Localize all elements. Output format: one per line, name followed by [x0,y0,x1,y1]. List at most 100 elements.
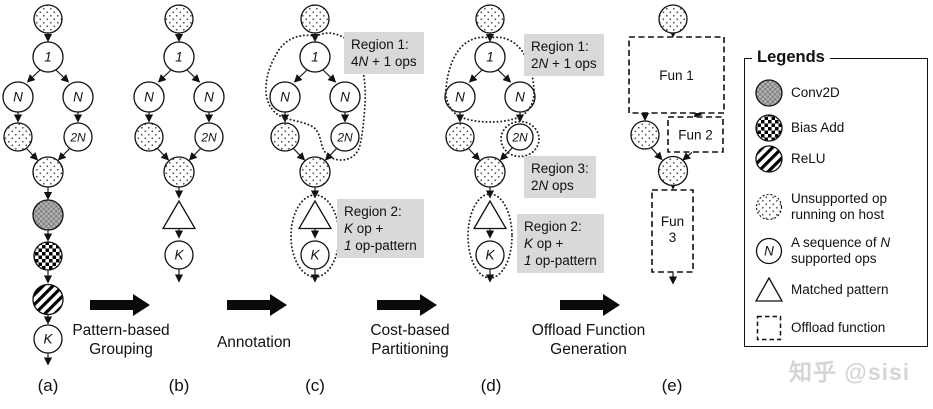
op-node-n [504,81,536,113]
svg-text:N: N [764,244,774,259]
arrow-offload-generation [560,294,620,316]
unsupported-op-node [164,4,194,34]
op-node-2n [506,123,534,151]
svg-text:N: N [73,90,83,105]
region-1-label-c: Region 1: 4N + 1 ops [344,32,424,74]
region-2-outline [467,193,513,279]
op-node-2n [63,122,93,152]
unsupported-op-node [299,156,331,188]
svg-text:1: 1 [486,50,494,65]
op-node-n [62,81,94,113]
op-node-k [300,240,330,270]
svg-text:N: N [340,90,350,105]
svg-text:K: K [485,248,495,263]
graph-e-labels: Fun 1 Fun 2 Fun 3 [659,68,713,245]
op-node-n [193,81,225,113]
svg-text:Fun: Fun [661,214,684,229]
conv2d-swatch-icon [755,79,783,107]
unsupported-op-node [474,156,506,188]
column-label-d: (d) [480,376,502,395]
conv2d-node [32,199,64,231]
region-3-outline [500,120,540,158]
svg-text:2N: 2N [336,131,353,145]
svg-text:N: N [455,90,465,105]
unsupported-op-node [300,4,330,34]
svg-text:1: 1 [175,50,183,65]
svg-text:K: K [43,332,53,347]
offload-function-swatch-icon [756,315,782,341]
unsupported-op-node [270,122,300,152]
op-node-1 [32,41,64,73]
sequence-n-swatch-icon: N [755,237,783,265]
legend-item-conv2d: Conv2D [754,76,840,110]
op-node-n [444,81,476,113]
region-2-label-c: Region 2: K op + 1 op-pattern [337,199,424,258]
column-label-e: (e) [661,376,683,395]
unsupported-op-node [658,4,688,34]
graph-d-nodes [444,4,536,270]
svg-text:K: K [174,248,184,263]
column-label-b: (b) [168,376,190,395]
svg-text:1: 1 [311,50,319,65]
unsupported-op-node [33,4,63,34]
graph-a-edges [13,33,83,366]
legend-title: Legends [752,48,830,67]
unsupported-op-node [657,155,689,187]
svg-text:N: N [204,90,214,105]
legend-item-matched-pattern: Matched pattern [754,273,889,307]
offload-function-box-3 [651,189,694,273]
unsupported-op-node [630,120,660,150]
op-node-1 [163,41,195,73]
graph-a-nodes [2,4,94,354]
unsupported-op-node [475,4,505,34]
op-node-k [164,240,194,270]
matched-pattern-node [472,199,508,230]
svg-text:1: 1 [44,50,52,65]
column-label-c: (c) [305,376,325,395]
region-2-label-d: Region 2: K op + 1 op-pattern [517,214,604,273]
op-node-n [2,81,34,113]
unsupported-op-swatch-icon [755,193,783,221]
arrow-cost-partitioning [377,294,437,316]
region-3-label-d: Region 3: 2N ops [524,156,596,198]
svg-text:2N: 2N [200,131,217,145]
svg-text:Fun 1: Fun 1 [659,68,694,83]
op-node-2n [330,122,360,152]
op-node-n [269,81,301,113]
svg-text:Fun 2: Fun 2 [678,128,713,143]
unsupported-op-node [134,122,164,152]
graph-c-nodes [269,4,361,270]
unsupported-op-node [163,156,195,188]
arrow-annotation [227,294,287,316]
op-node-n [329,81,361,113]
graph-a-labels: 1 N N 2N K [13,50,86,347]
graph-c-labels: 1 N N 2N K [280,50,353,263]
stage-label-annotation: Annotation [216,334,292,351]
svg-text:K: K [310,248,320,263]
op-node-k [475,240,505,270]
graph-b-labels: 1 N N 2N K [144,50,217,263]
graph-d-labels: 1 N N 2N K [455,50,528,263]
relu-node [32,283,64,316]
watermark-zhihu: 知乎 @sisi [789,359,911,385]
svg-text:3: 3 [669,230,677,245]
legend-item-relu: ReLU [754,142,826,176]
svg-text:2N: 2N [69,131,86,145]
graph-b-nodes [133,4,225,270]
region-1-label-d: Region 1: 2N + 1 ops [524,34,604,76]
unsupported-op-node [32,156,64,188]
bias-add-node [33,241,63,271]
offload-function-box-1 [628,36,725,114]
op-node-n [133,81,165,113]
graph-b-edges [144,33,214,283]
graph-e-nodes [628,4,725,273]
svg-text:N: N [13,90,23,105]
svg-text:N: N [515,90,525,105]
